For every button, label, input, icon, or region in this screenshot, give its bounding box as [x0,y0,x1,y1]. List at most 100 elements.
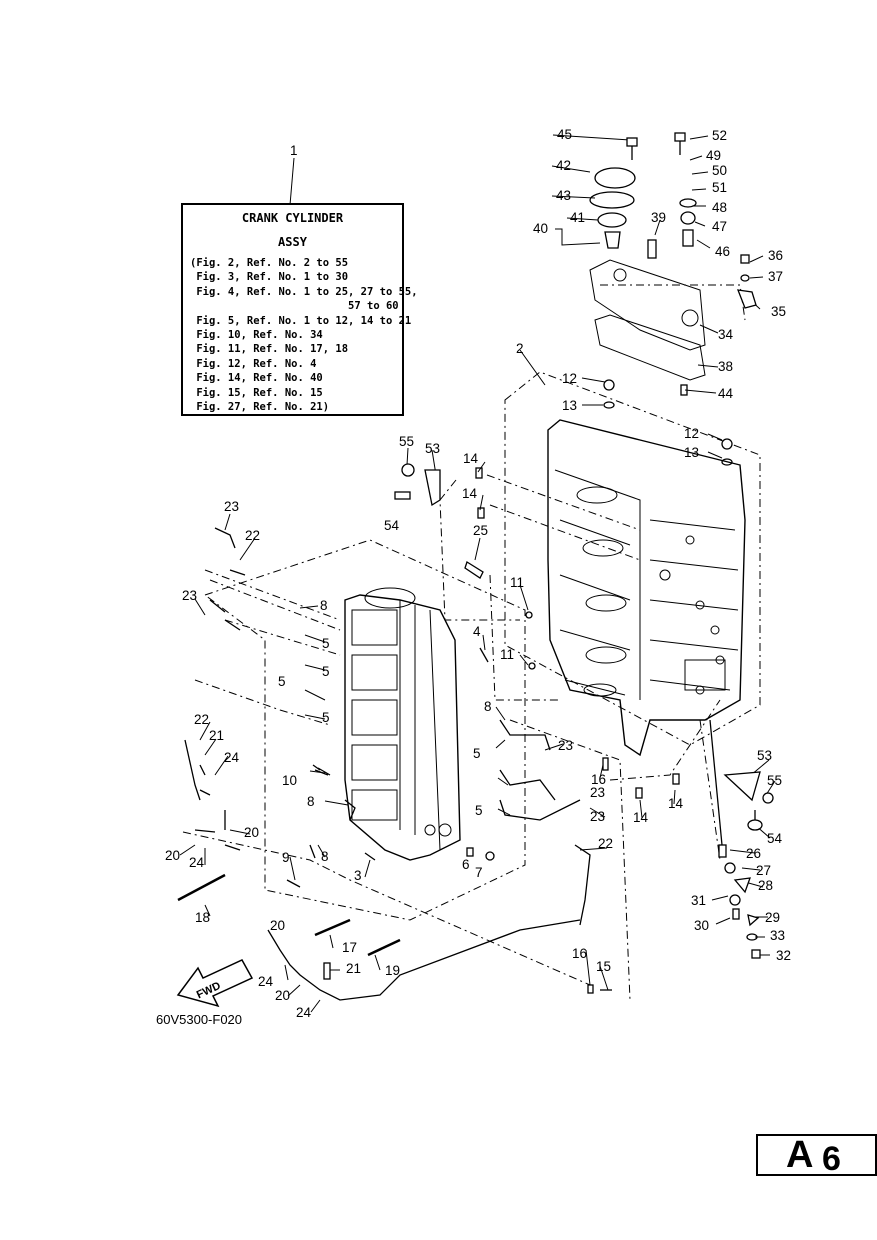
part-callout: 45 [557,127,572,142]
part-callout: 14 [463,451,479,466]
part-callout: 55 [767,773,782,788]
part-callout: 21 [346,961,361,976]
part-callout: 16 [591,772,606,787]
part-callout: 8 [321,849,329,864]
part-callout: 20 [275,988,290,1003]
part-callout: 24 [189,855,205,870]
part-callout: 5 [475,803,483,818]
part-callout: 6 [462,857,470,872]
legend-ref-callout: 1 [290,143,298,158]
legend-line: Fig. 27, Ref. No. 21) [190,401,330,414]
part-callout: 5 [322,664,330,679]
part-callout: 48 [712,200,727,215]
part-callout: 12 [684,426,699,441]
legend-line: Fig. 11, Ref. No. 17, 18 [190,343,349,356]
part-callout: 33 [770,928,785,943]
part-callout: 39 [651,210,666,225]
part-callout: 5 [322,636,330,651]
part-callout: 35 [771,304,786,319]
part-callout: 5 [473,746,481,761]
part-callout: 12 [562,371,577,386]
part-callout: 55 [399,434,414,449]
part-callout: 20 [270,918,285,933]
part-callout: 14 [633,810,649,825]
figure-code: 60V5300-F020 [156,1012,243,1027]
part-callout: 18 [195,910,210,925]
part-callout: 46 [715,244,730,259]
legend-line: 57 to 60 [190,300,399,313]
legend-line: Fig. 14, Ref. No. 40 [190,372,323,385]
legend-line: (Fig. 2, Ref. No. 2 to 55 [190,257,349,269]
legend-line: Fig. 4, Ref. No. 1 to 25, 27 to 55, [190,285,418,298]
parts-legend-box: CRANK CYLINDER ASSY (Fig. 2, Ref. No. 2 … [181,203,418,416]
part-callout: 51 [712,180,727,195]
legend-line: Fig. 3, Ref. No. 1 to 30 [190,271,349,284]
part-callout: 23 [182,588,197,603]
part-callout: 11 [510,575,524,590]
part-callout: 37 [768,269,783,284]
part-callout: 9 [282,850,290,865]
part-callout: 49 [706,148,721,163]
part-callout: 7 [475,865,483,880]
legend-lines: (Fig. 2, Ref. No. 2 to 55 Fig. 3, Ref. N… [190,256,418,414]
part-callout: 17 [342,940,357,955]
part-callout: 34 [718,327,734,342]
part-callout: 42 [556,158,571,173]
page-badge: A 6 [756,1134,877,1178]
part-callout: 27 [756,863,771,878]
part-callout: 8 [320,598,328,613]
part-callout: 23 [590,785,605,800]
part-callout: 44 [718,386,734,401]
part-callout: 36 [768,248,783,263]
part-callout: 5 [278,674,286,689]
part-callout: 22 [598,836,613,851]
legend-line: Fig. 15, Ref. No. 15 [190,386,323,399]
legend-title: CRANK CYLINDER [241,211,344,225]
part-callout: 43 [556,188,571,203]
part-callout: 22 [245,528,260,543]
part-callout: 28 [758,878,773,893]
part-callout: 5 [322,710,330,725]
legend-subtitle: ASSY [278,235,307,249]
part-callout: 24 [296,1005,312,1020]
part-callout: 30 [694,918,709,933]
part-callout: 24 [224,750,240,765]
part-callout: 23 [590,809,605,824]
part-callout: 29 [765,910,780,925]
part-callout: 24 [258,974,274,989]
part-callout: 32 [776,948,791,963]
part-callout: 22 [194,712,209,727]
legend-line: Fig. 5, Ref. No. 1 to 12, 14 to 21 [190,314,412,327]
part-callout: 23 [224,499,239,514]
page-number: 6 [822,1140,841,1178]
legend-line: Fig. 10, Ref. No. 34 [190,329,323,342]
part-callout: 26 [746,846,761,861]
part-callout: 54 [767,831,783,846]
part-callout: 19 [385,963,400,978]
part-callout: 47 [712,219,727,234]
part-callout: 10 [282,773,297,788]
part-callout: 52 [712,128,727,143]
part-callout: 4 [473,624,481,639]
part-callout: 38 [718,359,733,374]
part-callout: 16 [572,946,587,961]
part-callout: 31 [691,893,706,908]
part-callout: 20 [165,848,180,863]
part-callout: 25 [473,523,488,538]
part-callout: 20 [244,825,259,840]
part-callout: 40 [533,221,548,236]
part-callout: 3 [354,868,362,883]
fwd-arrow-icon: FWD [176,959,254,1008]
part-callout: 21 [209,728,224,743]
part-callout: 14 [668,796,684,811]
part-callout: 2 [516,341,524,356]
part-callout: 13 [562,398,577,413]
part-callout: 23 [558,738,573,753]
page-letter: A [786,1134,814,1176]
part-callout: 53 [757,748,772,763]
part-callout: 8 [484,699,492,714]
part-callout: 13 [684,445,699,460]
legend-line: Fig. 12, Ref. No. 4 [190,357,317,370]
part-callout: 11 [500,647,514,662]
